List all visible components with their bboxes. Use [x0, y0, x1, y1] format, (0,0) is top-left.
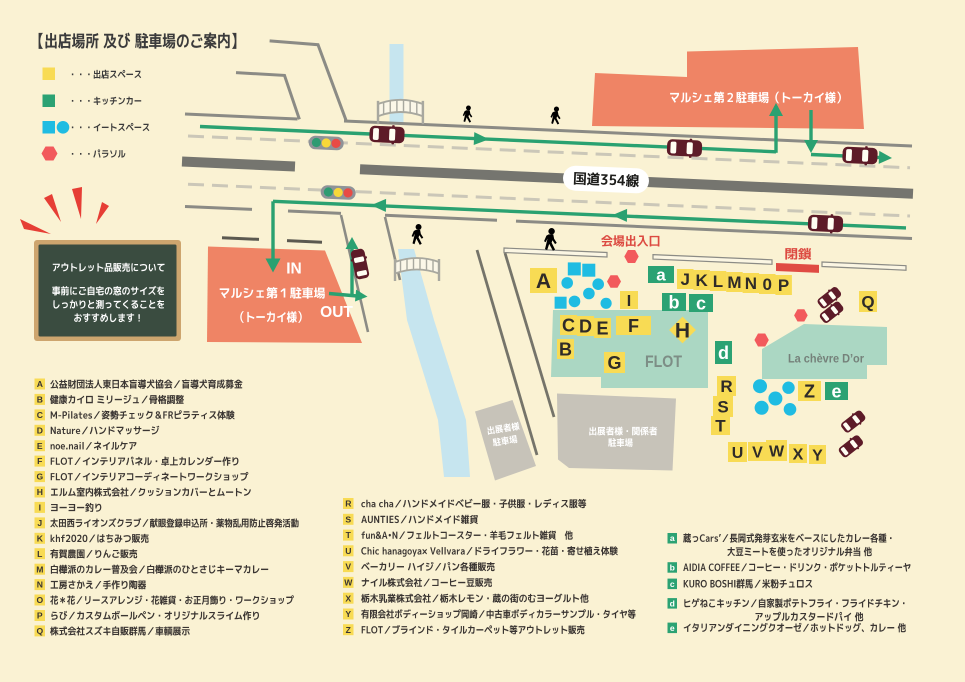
svg-text:J: J: [680, 270, 689, 289]
svg-text:G: G: [607, 353, 621, 373]
svg-text:E: E: [37, 441, 43, 451]
svg-text:X: X: [345, 593, 351, 603]
svg-text:a: a: [656, 266, 666, 285]
svg-text:G: G: [36, 472, 43, 482]
svg-text:B: B: [37, 395, 43, 405]
svg-text:0: 0: [762, 275, 771, 294]
svg-text:Q: Q: [36, 626, 43, 636]
svg-text:D: D: [579, 317, 592, 337]
svg-text:Z: Z: [804, 382, 815, 402]
svg-text:V: V: [752, 444, 763, 461]
svg-text:O: O: [36, 595, 43, 605]
svg-text:IN: IN: [286, 261, 302, 278]
svg-text:C: C: [562, 316, 575, 336]
svg-text:R: R: [720, 377, 732, 396]
svg-text:OUT: OUT: [320, 304, 353, 321]
svg-text:T: T: [346, 530, 352, 540]
svg-text:b: b: [669, 293, 680, 313]
svg-text:e: e: [670, 623, 675, 633]
svg-text:d: d: [670, 598, 675, 608]
svg-text:H: H: [37, 487, 43, 497]
svg-text:M: M: [36, 564, 43, 574]
svg-text:H: H: [675, 320, 690, 343]
svg-text:b: b: [670, 562, 675, 572]
svg-text:a: a: [670, 533, 675, 543]
svg-text:N: N: [745, 274, 757, 293]
svg-text:U: U: [345, 546, 351, 556]
svg-text:Y: Y: [345, 609, 351, 619]
svg-text:Y: Y: [812, 447, 823, 464]
svg-text:T: T: [715, 417, 726, 436]
svg-text:e: e: [831, 382, 841, 402]
svg-text:I: I: [627, 293, 631, 310]
svg-text:U: U: [732, 445, 744, 462]
svg-text:A: A: [37, 379, 43, 389]
svg-text:E: E: [596, 319, 608, 339]
svg-text:C: C: [37, 410, 43, 420]
svg-text:S: S: [717, 398, 728, 417]
svg-text:La chèvre D’or: La chèvre D’or: [788, 354, 864, 366]
svg-text:W: W: [769, 443, 785, 460]
svg-text:B: B: [559, 340, 572, 360]
svg-text:J: J: [37, 518, 42, 528]
svg-text:K: K: [695, 271, 708, 290]
svg-text:c: c: [696, 294, 706, 314]
svg-text:I: I: [39, 503, 41, 513]
svg-text:L: L: [37, 549, 42, 559]
svg-text:F: F: [37, 456, 42, 466]
svg-text:P: P: [778, 276, 789, 295]
svg-text:D: D: [37, 425, 43, 435]
svg-text:S: S: [345, 514, 351, 524]
svg-text:K: K: [37, 533, 44, 543]
svg-text:W: W: [344, 578, 353, 588]
svg-text:Q: Q: [861, 293, 874, 312]
svg-text:X: X: [793, 446, 804, 463]
svg-text:F: F: [628, 316, 639, 336]
svg-text:P: P: [37, 611, 43, 621]
svg-text:A: A: [536, 270, 551, 293]
svg-text:R: R: [345, 499, 352, 509]
svg-text:N: N: [37, 580, 43, 590]
svg-text:V: V: [345, 562, 351, 572]
svg-text:L: L: [713, 272, 723, 291]
svg-text:M: M: [727, 273, 741, 292]
svg-text:d: d: [718, 343, 729, 363]
svg-text:c: c: [670, 579, 675, 589]
svg-text:FLOT: FLOT: [645, 352, 683, 371]
svg-text:Z: Z: [346, 625, 351, 635]
